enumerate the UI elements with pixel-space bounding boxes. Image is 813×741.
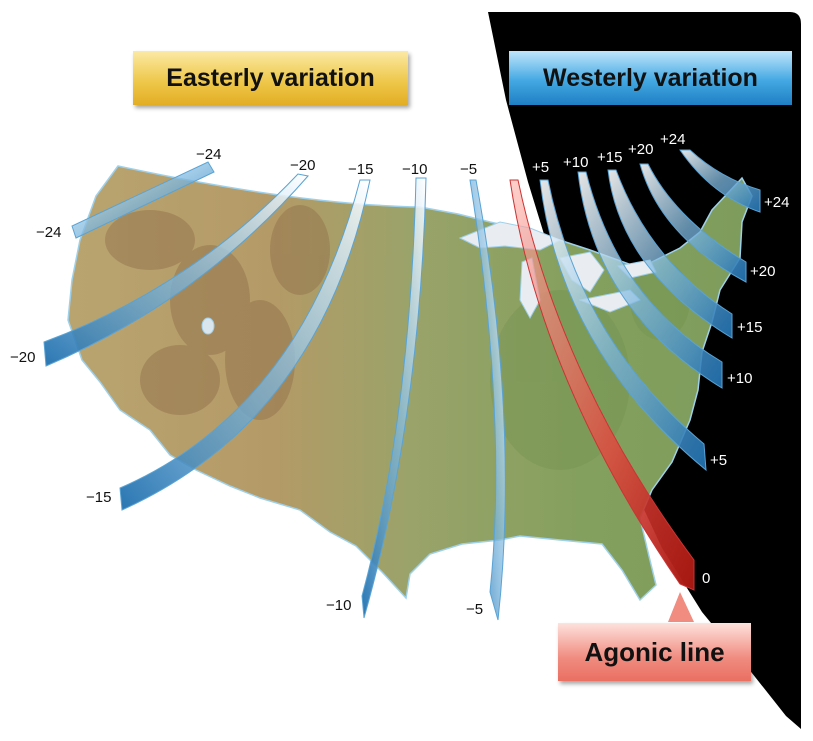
agonic-line-banner: Agonic line <box>558 623 751 681</box>
isogonic-band-plus-20 <box>639 163 747 283</box>
label-plus-15-top: +15 <box>597 149 622 166</box>
label-minus-24-top: −24 <box>196 146 221 163</box>
label-plus-5-side: +5 <box>710 452 727 469</box>
isogonic-band-minus-24 <box>71 161 215 239</box>
label-minus-5-top: −5 <box>460 161 477 178</box>
easterly-variation-banner: Easterly variation <box>133 51 408 105</box>
isogonic-bands-westerly <box>539 149 761 472</box>
label-minus-10-bottom: −10 <box>326 597 351 614</box>
label-minus-20-side: −20 <box>10 349 35 366</box>
label-minus-5-bottom: −5 <box>466 601 483 618</box>
isogonic-band-minus-15 <box>119 179 371 511</box>
label-minus-10-top: −10 <box>402 161 427 178</box>
label-plus-20-side: +20 <box>750 263 775 280</box>
label-plus-15-side: +15 <box>737 319 762 336</box>
label-agonic-bottom: 0 <box>702 570 710 587</box>
great-salt-lake <box>201 317 215 335</box>
isogonic-band-plus-5 <box>539 179 707 472</box>
label-plus-24-top: +24 <box>660 131 685 148</box>
label-agonic-top: 0 <box>508 159 516 176</box>
agonic-callout-pointer <box>668 592 694 622</box>
isogonic-band-plus-24 <box>679 149 761 213</box>
westerly-variation-banner: Westerly variation <box>509 51 792 105</box>
label-plus-10-top: +10 <box>563 154 588 171</box>
label-plus-24-side: +24 <box>764 194 789 211</box>
isogonic-band-plus-10 <box>577 171 723 389</box>
isogonic-band-minus-5 <box>469 179 506 621</box>
label-plus-5-top: +5 <box>532 159 549 176</box>
label-minus-20-top: −20 <box>290 157 315 174</box>
isogonic-bands-easterly <box>43 161 506 621</box>
isogonic-band-plus-15 <box>607 169 733 339</box>
agonic-band <box>509 179 695 591</box>
isogonic-band-minus-10 <box>361 177 427 619</box>
isogonic-band-minus-20 <box>43 173 309 367</box>
label-minus-15-bottom: −15 <box>86 489 111 506</box>
label-minus-24-side: −24 <box>36 224 61 241</box>
label-plus-20-top: +20 <box>628 141 653 158</box>
label-minus-15-top: −15 <box>348 161 373 178</box>
label-plus-10-side: +10 <box>727 370 752 387</box>
